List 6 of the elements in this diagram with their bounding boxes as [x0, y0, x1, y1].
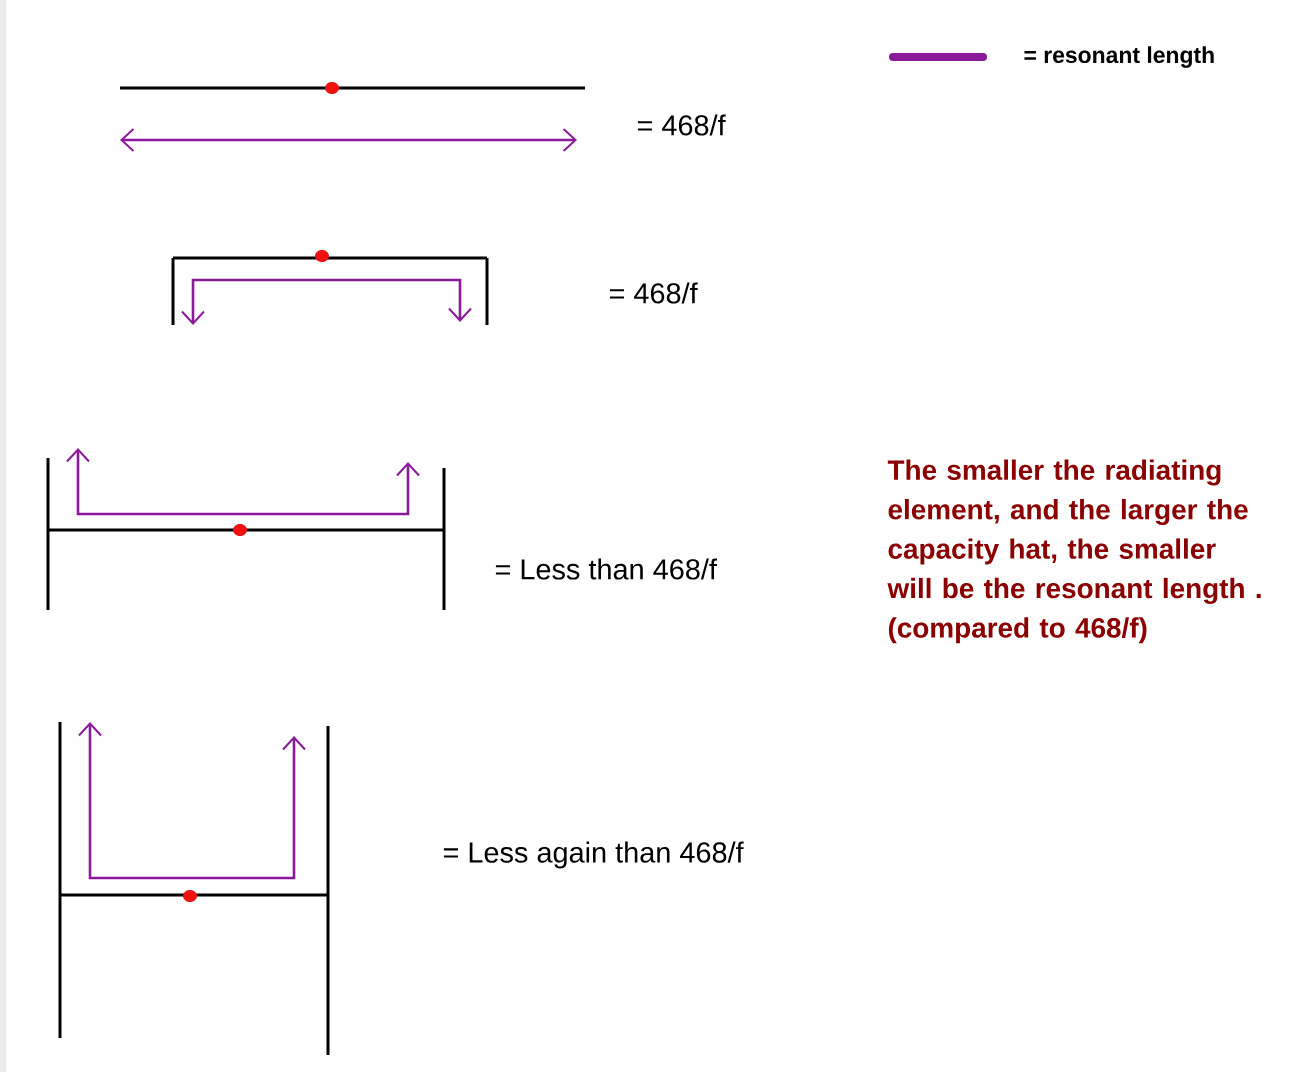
length-label: = Less again than 468/f	[443, 841, 744, 869]
legend-text: = resonant length	[1024, 46, 1214, 68]
length-label: = 468/f	[637, 114, 726, 136]
length-label: = 468/f	[609, 282, 698, 304]
length-label: = Less than 468/f	[495, 558, 717, 580]
note-text: The smaller the radiating element, and the larger the capacity hat, the smaller will be the resonant length . (compared to 468/f)	[887, 459, 1261, 644]
